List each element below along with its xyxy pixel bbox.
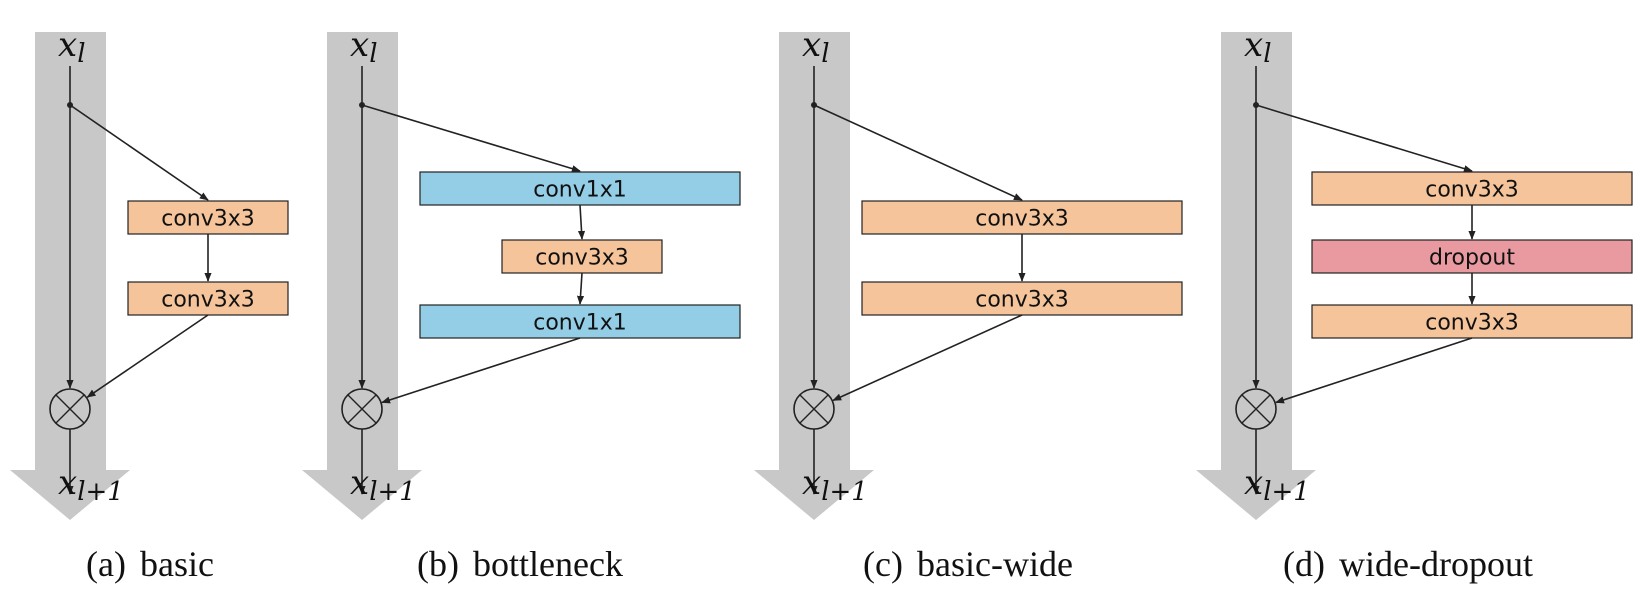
output-label: xl+1 xyxy=(802,463,868,507)
dropout-block: dropout xyxy=(1311,239,1633,274)
block-box xyxy=(861,200,1183,235)
block-label: conv1x1 xyxy=(533,178,627,203)
block-label: dropout xyxy=(1429,246,1515,271)
residual-branch-arrow xyxy=(361,104,581,173)
input-symbol: x xyxy=(802,25,821,65)
caption-tag: (d) xyxy=(1283,544,1325,584)
output-subscript: l+1 xyxy=(369,477,416,507)
block-box xyxy=(1311,239,1633,274)
input-subscript: l xyxy=(821,39,829,69)
output-subscript: l+1 xyxy=(77,477,124,507)
conv3x3-block: conv3x3 xyxy=(127,281,289,316)
output-symbol: x xyxy=(1244,463,1263,503)
input-symbol: x xyxy=(350,25,369,65)
output-symbol: x xyxy=(58,463,77,503)
panel-caption: (b) bottleneck xyxy=(417,544,623,584)
conv3x3-block: conv3x3 xyxy=(1311,171,1633,206)
panel-caption: (d) wide-dropout xyxy=(1283,544,1533,584)
output-symbol: x xyxy=(350,463,369,503)
caption-tag: (c) xyxy=(863,544,903,584)
caption-text: basic-wide xyxy=(917,544,1073,584)
block-box xyxy=(1311,171,1633,206)
output-subscript: l+1 xyxy=(821,477,868,507)
panel-d: xlconv3x3dropoutconv3x3xl+1(d)wide-dropo… xyxy=(1196,25,1633,584)
merge-cross-stroke xyxy=(1241,394,1271,424)
residual-merge-arrow xyxy=(832,314,1023,402)
block-label: conv3x3 xyxy=(535,246,629,271)
block-box xyxy=(1311,304,1633,339)
block-box xyxy=(419,171,741,206)
panel-caption: (c) basic-wide xyxy=(863,544,1073,584)
residual-merge-arrow xyxy=(381,337,581,404)
residual-branch-arrow xyxy=(813,104,1023,201)
conv3x3-block: conv3x3 xyxy=(1311,304,1633,339)
merge-cross-stroke xyxy=(799,394,829,424)
caption-text: bottleneck xyxy=(473,544,623,584)
block-label: conv3x3 xyxy=(161,288,255,313)
merge-cross-stroke xyxy=(347,394,377,424)
input-symbol: x xyxy=(58,25,77,65)
input-subscript: l xyxy=(369,39,377,69)
panel-caption: (a) basic xyxy=(86,544,214,584)
input-label: xl xyxy=(1244,25,1272,69)
input-label: xl xyxy=(802,25,830,69)
conv1x1-block: conv1x1 xyxy=(419,304,741,339)
block-box xyxy=(419,304,741,339)
input-label: xl xyxy=(58,25,86,69)
input-symbol: x xyxy=(1244,25,1263,65)
input-subscript: l xyxy=(1263,39,1271,69)
output-label: xl+1 xyxy=(1244,463,1310,507)
conv3x3-block: conv3x3 xyxy=(861,200,1183,235)
output-label: xl+1 xyxy=(58,463,124,507)
caption-text: basic xyxy=(140,544,214,584)
caption-tag: (b) xyxy=(417,544,459,584)
input-label: xl xyxy=(350,25,378,69)
block-label: conv3x3 xyxy=(161,207,255,232)
block-label: conv3x3 xyxy=(975,288,1069,313)
block-label: conv3x3 xyxy=(1425,178,1519,203)
block-flow-arrow xyxy=(576,272,585,305)
merge-cross-stroke xyxy=(55,394,85,424)
residual-merge-arrow xyxy=(86,314,209,398)
residual-branch-arrow xyxy=(1255,104,1473,173)
residual-branch-arrow xyxy=(69,104,209,201)
block-flow-arrow xyxy=(577,204,586,240)
conv3x3-block: conv3x3 xyxy=(861,281,1183,316)
caption-text: wide-dropout xyxy=(1339,544,1533,584)
residual-merge-arrow xyxy=(1275,337,1473,404)
block-label: conv1x1 xyxy=(533,311,627,336)
output-label: xl+1 xyxy=(350,463,416,507)
block-box xyxy=(127,200,289,235)
output-symbol: x xyxy=(802,463,821,503)
conv3x3-block: conv3x3 xyxy=(127,200,289,235)
conv1x1-block: conv1x1 xyxy=(419,171,741,206)
block-box xyxy=(501,239,663,274)
block-label: conv3x3 xyxy=(975,207,1069,232)
conv3x3-block: conv3x3 xyxy=(501,239,663,274)
input-subscript: l xyxy=(77,39,85,69)
output-subscript: l+1 xyxy=(1263,477,1310,507)
caption-tag: (a) xyxy=(86,544,126,584)
block-label: conv3x3 xyxy=(1425,311,1519,336)
